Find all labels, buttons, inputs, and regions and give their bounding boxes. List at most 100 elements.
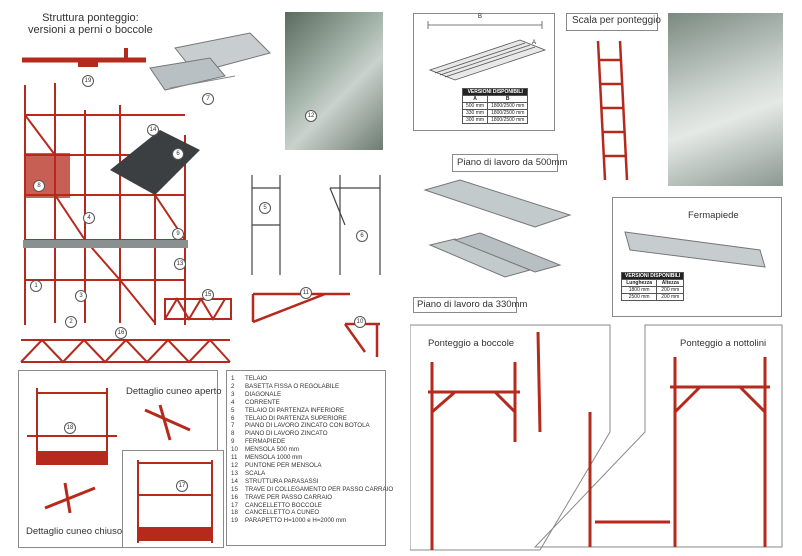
tag-2: 2 — [65, 316, 77, 328]
toeboard-drawing — [624, 231, 766, 268]
scaffold-photo — [285, 12, 383, 150]
legend-text: TELAIO — [245, 375, 268, 382]
legend-number: 13 — [231, 469, 238, 477]
board-cell: 330 mm — [461, 109, 489, 117]
tag-4: 4 — [83, 212, 95, 224]
legend-text: BASETTA FISSA O REGOLABILE — [245, 382, 340, 390]
toeboard-title: Fermapiede — [688, 210, 739, 221]
connection-beam-drawing — [164, 297, 232, 321]
main-title-line1: Struttura ponteggio: — [42, 12, 139, 24]
plank500-title-box — [452, 154, 558, 172]
legend-text: CANCELLETTO BOCCOLE — [245, 501, 322, 509]
tag-11: 11 — [300, 287, 312, 299]
plank330-title: Piano di lavoro da 330mm — [417, 299, 528, 310]
legend-item: 10 MENSOLA 500 mm — [231, 446, 385, 454]
legend-text: PIANO DI LAVORO ZINCATO CON BOTOLA — [245, 422, 370, 430]
board-cell: 1800/2500 mm — [487, 109, 529, 117]
legend-number: 17 — [231, 501, 238, 509]
legend-text: FERMAPIEDE — [245, 438, 286, 446]
legend-text: PIANO DI LAVORO ZINCATO — [245, 430, 328, 438]
planks-drawing — [423, 179, 572, 278]
ladder-title: Scala per ponteggio — [572, 15, 661, 26]
legend-item: 2 BASETTA FISSA O REGOLABILE — [231, 383, 385, 391]
ladder-drawing — [596, 40, 629, 181]
legend-number: 10 — [231, 446, 238, 454]
legend-item: 12 PUNTONE PER MENSOLA — [231, 462, 385, 470]
plank500-title: Piano di lavoro da 500mm — [457, 157, 568, 168]
legend-number: 12 — [231, 461, 238, 469]
board-cell: 1800/2500 mm — [487, 116, 529, 124]
plank-hatch-illustration — [149, 32, 271, 91]
legend-item: 4 CORRENTE — [231, 399, 385, 407]
ladder-title-box — [566, 13, 658, 31]
legend-text: TELAIO DI PARTENZA INFERIORE — [245, 406, 345, 414]
bush-gate-drawing — [137, 460, 213, 543]
legend-item: 17 CANCELLETTO BOCCOLE — [231, 502, 385, 510]
board-diagram — [427, 21, 547, 81]
toeboard-cell: 200 mm — [656, 286, 685, 294]
board-cell: 300 mm — [461, 116, 489, 124]
legend-text: TELAIO DI PARTENZA SUPERIORE — [245, 414, 347, 422]
legend-text: SCALA — [245, 469, 266, 477]
guardrail-illustration — [22, 48, 146, 67]
nottolini-title: Ponteggio a nottolini — [680, 338, 767, 349]
tag-17: 17 — [176, 480, 188, 492]
legend-number: 3 — [231, 390, 235, 398]
legend-number: 14 — [231, 477, 238, 485]
legend-number: 2 — [231, 382, 235, 390]
board-col-b: B — [487, 95, 529, 103]
legend-number: 4 — [231, 398, 235, 406]
tag-10: 10 — [354, 316, 366, 328]
frames-panel — [410, 324, 783, 551]
walkway-photo — [668, 13, 783, 186]
tag-18: 18 — [64, 422, 76, 434]
legend-number: 1 — [231, 375, 235, 382]
legend-number: 19 — [231, 517, 238, 525]
toeboard-col-len: Lunghezza — [620, 279, 658, 287]
legend-number: 8 — [231, 430, 235, 438]
closed-wedge-drawing — [44, 482, 96, 514]
board-dim-b: B — [478, 14, 483, 20]
legend-number: 5 — [231, 406, 235, 414]
legend-text: TRAVE PER PASSO CARRAIO — [245, 493, 333, 501]
tag-19: 19 — [82, 75, 94, 87]
tag-12: 12 — [305, 110, 317, 122]
carriage-beam-drawing — [20, 338, 231, 364]
legend-item: 1 TELAIO — [231, 375, 385, 383]
open-wedge-drawing — [144, 404, 191, 441]
main-title: Struttura ponteggio: versioni a perni o … — [28, 12, 153, 36]
tag-1: 1 — [30, 280, 42, 292]
board-cell: 1800/2500 mm — [487, 102, 529, 110]
legend-text: PARAPETTO H=1000 e H=2000 mm — [245, 517, 347, 525]
frame-drawings — [251, 175, 381, 275]
legend-text: STRUTTURA PARASASSI — [245, 477, 319, 485]
bracket-drawings — [251, 292, 380, 357]
legend-number: 16 — [231, 493, 238, 501]
toeboard-cell: 200 mm — [656, 293, 685, 301]
tag-8: 8 — [33, 180, 45, 192]
tag-16: 16 — [115, 327, 127, 339]
legend-text: PUNTONE PER MENSOLA — [245, 461, 322, 469]
board-cell: 500 mm — [461, 102, 489, 110]
legend-item: 14 STRUTTURA PARASASSI — [231, 478, 385, 486]
component-legend: 1 TELAIO 2 BASETTA FISSA O REGOLABILE 3 DIAGO… — [226, 370, 393, 546]
legend-text: TRAVE DI COLLEGAMENTO PER PASSO CARRAIO — [245, 485, 394, 493]
legend-text: DIAGONALE — [245, 390, 282, 398]
tag-15: 15 — [202, 289, 214, 301]
legend-text: MENSOLA 500 mm — [245, 446, 299, 454]
legend-number: 7 — [231, 422, 235, 430]
tag-3: 3 — [75, 290, 87, 302]
tag-9: 9 — [172, 228, 184, 240]
board-col-a: A — [461, 95, 489, 103]
tag-13: 13 — [174, 258, 186, 270]
board-table-title: VERSIONI DISPONIBILI — [461, 88, 529, 96]
main-title-line2: versioni a perni o boccole — [28, 24, 153, 36]
legend-number: 11 — [231, 454, 238, 462]
legend-text: CORRENTE — [245, 398, 280, 406]
